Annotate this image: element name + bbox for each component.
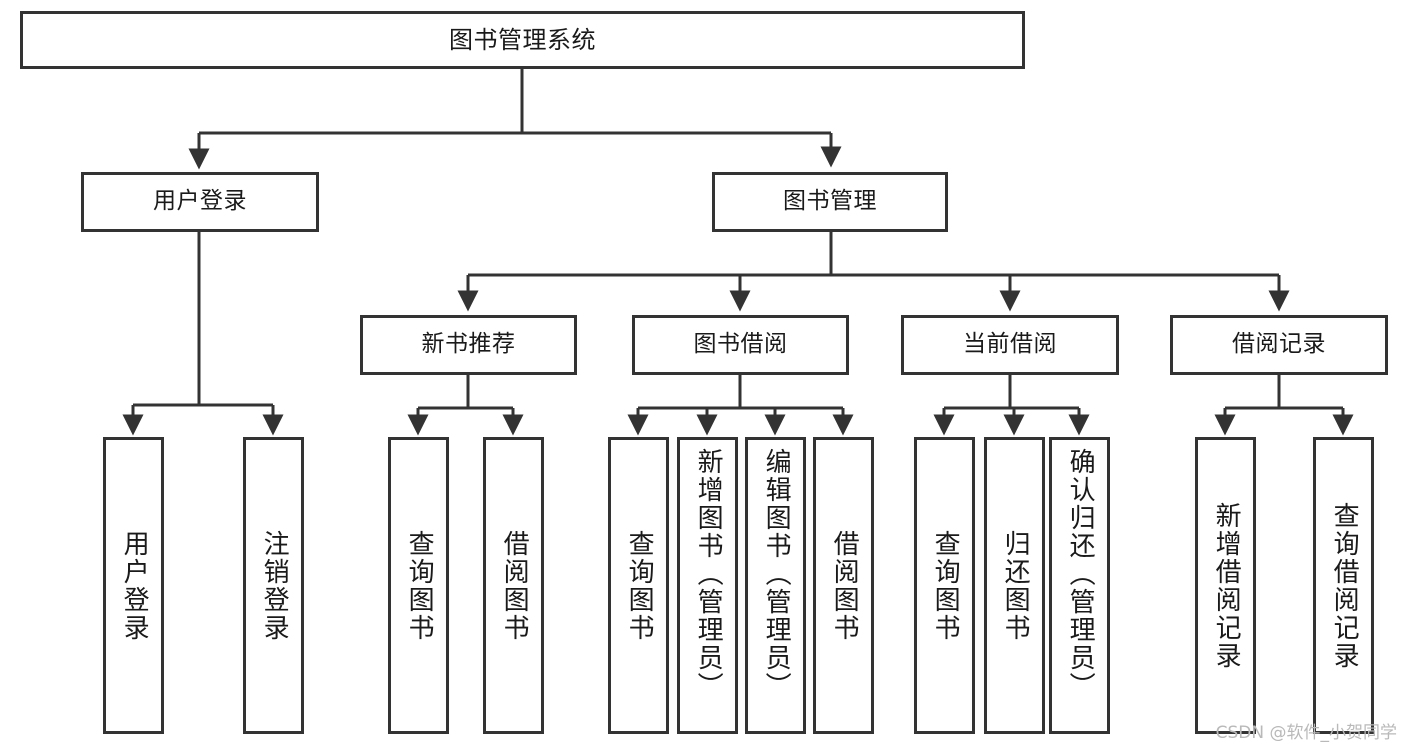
node-label: 查询借阅记录 [1329,501,1360,670]
node-label: 归还图书 [1000,529,1031,642]
node-new-book-recommend[interactable]: 新书推荐 [360,315,577,375]
leaf-edit-book-admin[interactable]: 编辑图书（管理员） [745,437,806,734]
leaf-add-book-admin[interactable]: 新增图书（管理员） [677,437,738,734]
node-label: 查询图书 [404,529,435,642]
csdn-watermark: CSDN @软件_小贺同学 [1215,723,1397,743]
node-label: 查询图书 [624,529,655,642]
node-label: 新书推荐 [421,331,516,358]
node-current-borrow[interactable]: 当前借阅 [901,315,1119,375]
node-label: 确认归还（管理员） [1065,448,1096,700]
node-label: 当前借阅 [963,331,1057,358]
node-label: 新增借阅记录 [1211,501,1242,670]
leaf-add-borrow-record[interactable]: 新增借阅记录 [1195,437,1256,734]
node-book-management[interactable]: 图书管理 [712,172,948,232]
node-root-book-management-system[interactable]: 图书管理系统 [20,11,1025,69]
leaf-logout[interactable]: 注销登录 [243,437,304,734]
node-label: 注销登录 [259,529,290,642]
node-label: 图书借阅 [693,331,788,358]
leaf-confirm-return-admin[interactable]: 确认归还（管理员） [1049,437,1110,734]
leaf-user-login[interactable]: 用户登录 [103,437,164,734]
leaf-query-book-borrow[interactable]: 查询图书 [608,437,669,734]
leaf-borrow-book[interactable]: 借阅图书 [813,437,874,734]
node-label: 编辑图书（管理员） [761,448,792,700]
node-label: 图书管理系统 [449,25,596,54]
node-user-login[interactable]: 用户登录 [81,172,319,232]
leaf-query-book-current[interactable]: 查询图书 [914,437,975,734]
leaf-borrow-book-recommend[interactable]: 借阅图书 [483,437,544,734]
leaf-return-book[interactable]: 归还图书 [984,437,1045,734]
node-label: 用户登录 [153,188,247,215]
node-label: 用户登录 [119,529,150,642]
node-label: 借阅图书 [499,529,530,642]
node-label: 查询图书 [930,529,961,642]
leaf-query-book-recommend[interactable]: 查询图书 [388,437,449,734]
node-book-borrow[interactable]: 图书借阅 [632,315,849,375]
leaf-query-borrow-record[interactable]: 查询借阅记录 [1313,437,1374,734]
node-label: 图书管理 [783,188,877,215]
node-borrow-record[interactable]: 借阅记录 [1170,315,1388,375]
node-label: 借阅图书 [829,529,860,642]
node-label: 借阅记录 [1232,331,1326,358]
node-label: 新增图书（管理员） [693,448,724,700]
